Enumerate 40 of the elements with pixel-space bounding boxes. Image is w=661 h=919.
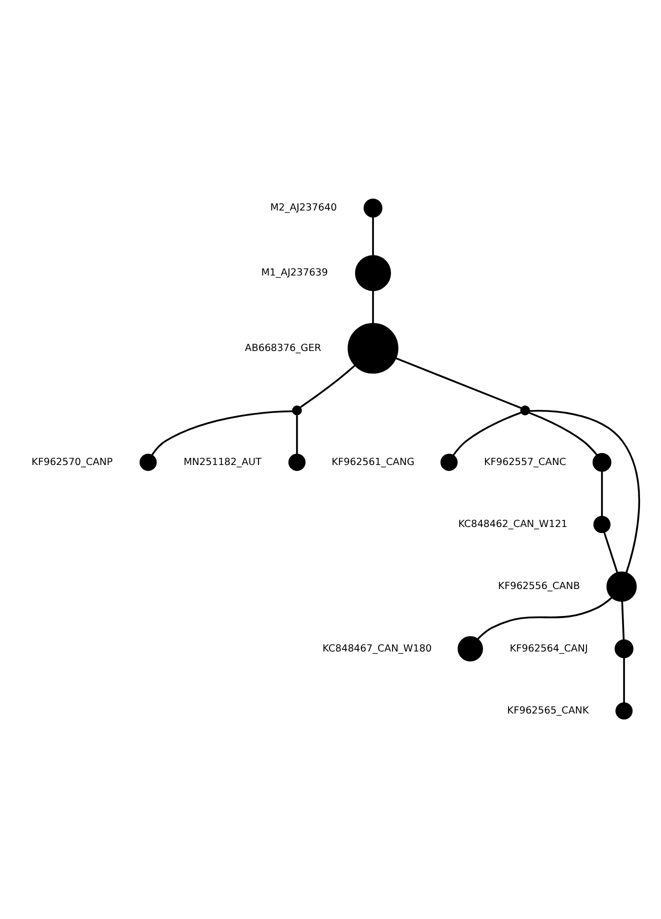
node-circle (614, 639, 634, 658)
connector (601, 472, 603, 516)
node-label: KF962570_CANP (32, 456, 113, 468)
node-label: M1_AJ237639 (261, 268, 328, 279)
node-circle (348, 322, 398, 374)
node-label: KF962564_CANJ (510, 643, 588, 654)
connector (300, 364, 356, 408)
node-circle (288, 454, 306, 471)
node-label: KF962565_CANK (507, 705, 589, 716)
connector (396, 357, 522, 409)
node-label: KF962557_CANC (484, 456, 566, 468)
node-circle (520, 406, 530, 416)
connector (296, 415, 298, 454)
node-circle (364, 198, 382, 218)
node-label: KC848462_CAN_W121 (458, 519, 568, 530)
node-circle (593, 516, 611, 534)
connector (623, 658, 625, 703)
node-label: KC848467_CAN_W180 (322, 643, 432, 654)
connector (452, 412, 522, 456)
node-label: AB668376_GER (244, 342, 322, 354)
node-circle (458, 636, 483, 662)
connector (372, 217, 374, 256)
connector (477, 597, 612, 640)
node-label: KF962556_CANB (498, 581, 580, 592)
node-circle (592, 452, 612, 472)
connector (621, 601, 625, 640)
node-circle (606, 572, 637, 602)
node-label: KF962561_CANG (332, 456, 414, 468)
node-circle (440, 454, 458, 471)
connector (530, 410, 640, 573)
node-circle (355, 255, 392, 292)
connector (372, 290, 374, 324)
connector (151, 410, 293, 456)
node-label: MN251182_AUT (184, 456, 262, 468)
node-label: M2_AJ237640 (270, 202, 337, 214)
connector (603, 532, 618, 573)
node-circle (140, 454, 157, 471)
node-circle (615, 702, 633, 720)
node-circle (292, 406, 302, 416)
connector (528, 412, 598, 456)
